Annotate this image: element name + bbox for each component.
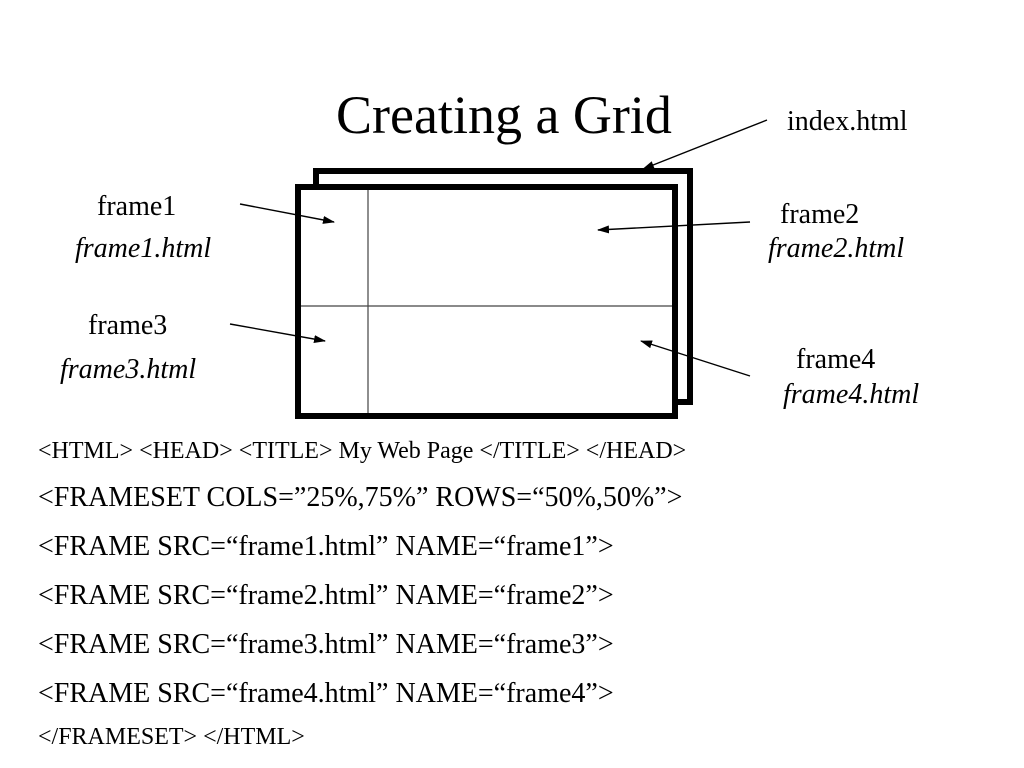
arrow-frame4 (640, 340, 751, 377)
frame4-file-label: frame4.html (783, 379, 920, 410)
code-line-html-head: <HTML> <HEAD> <TITLE> My Web Page </TITL… (38, 438, 687, 464)
code-line-close: </FRAMESET> </HTML> (38, 724, 305, 750)
code-line-frame3: <FRAME SRC=“frame3.html” NAME=“frame3”> (38, 629, 614, 660)
arrow-frame3 (229, 323, 326, 343)
arrow-frame1 (239, 203, 335, 224)
code-line-frame1: <FRAME SRC=“frame1.html” NAME=“frame1”> (38, 531, 614, 562)
front-window (295, 184, 678, 419)
frame4-name-label: frame4 (796, 344, 876, 375)
index-html-label: index.html (787, 106, 908, 137)
slide-title: Creating a Grid (336, 85, 672, 145)
arrow-frame2 (597, 221, 751, 234)
code-line-frameset: <FRAMESET COLS=”25%,75%” ROWS=“50%,50%”> (38, 482, 683, 513)
frame1-file-label: frame1.html (75, 233, 212, 264)
frame1-name-label: frame1 (97, 191, 177, 222)
frame2-file-label: frame2.html (768, 233, 905, 264)
frame2-name-label: frame2 (780, 199, 860, 230)
code-line-frame2: <FRAME SRC=“frame2.html” NAME=“frame2”> (38, 580, 614, 611)
frame3-name-label: frame3 (88, 310, 168, 341)
arrow-index (642, 119, 768, 170)
frame3-file-label: frame3.html (60, 354, 197, 385)
code-line-frame4: <FRAME SRC=“frame4.html” NAME=“frame4”> (38, 678, 614, 709)
